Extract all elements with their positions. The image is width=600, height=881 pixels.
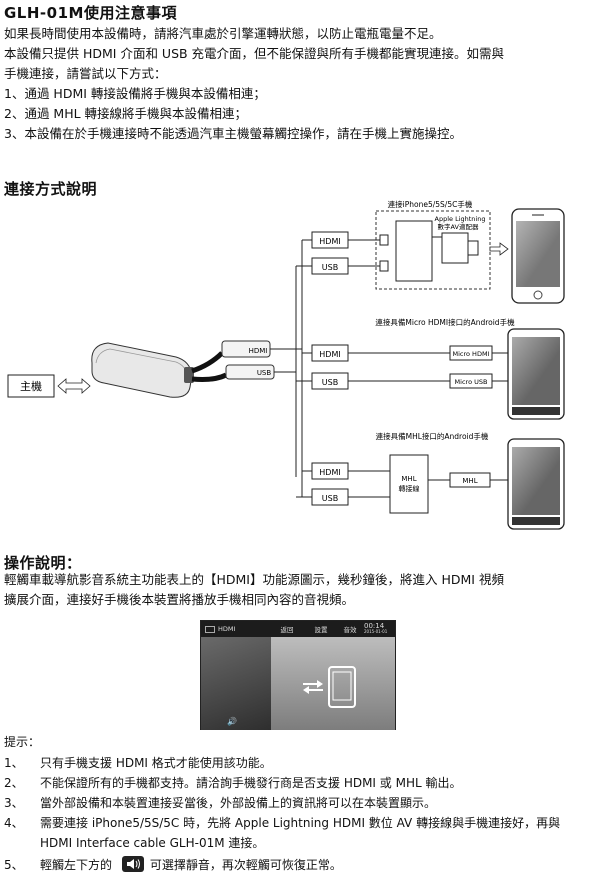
group1-usb-label: USB [322,263,338,272]
screen-tab-audio[interactable]: 音效 [343,626,357,634]
screen-date: 2015-01-01 [364,629,388,634]
screen-clock: 00:14 2015-01-01 [364,623,387,635]
tip-text: 當外部設備和本裝置連接妥當後，外部設備上的資訊將可以在本裝置顯示。 [40,796,437,810]
group3-caption: 連接具備MHL接口的Android手機 [376,431,489,441]
list-item: 2、 不能保證所有的手機都支持。請洽詢手機發行商是否支援 HDMI 或 MHL 輸… [4,773,560,793]
screen-tab-settings[interactable]: 設置 [314,626,328,634]
operation-title: 操作說明： [4,554,82,572]
tip-number: 5、 [4,858,24,872]
host-box [7,374,55,398]
iphone-illustration [511,208,565,304]
tip-text: 不能保證所有的手機都支持。請洽詢手機發行商是否支援 HDMI 或 MHL 輸出。 [40,776,462,790]
screen-top-bar: HDMI 返回 設置 音效 00:14 2015-01-01 [201,621,395,637]
converter-device: HDMI USB [91,340,275,398]
android-phone-illustration [507,438,565,530]
tip-text-post: 可選擇靜音，再次輕觸可恢復正常。 [149,858,342,872]
screen-tab-back[interactable]: 返回 [280,626,294,634]
tips-title: 提示： [4,735,41,749]
tip-number: 2、 [4,776,24,790]
mhl-cable-box [389,454,429,514]
notice-line: 3、本設備在於手機連接時不能透過汽車主機螢幕觸控操作，請在手機上實施操控。 [4,126,462,141]
arrow-right-icon [489,242,509,256]
connection-title: 連接方式說明 [4,180,98,198]
notice-title: GLH-01M使用注意事項 [4,4,177,22]
lightning-adapter-label-1: Apple Lightning [435,215,486,223]
hdmi-screen-mockup: HDMI 返回 設置 音效 00:14 2015-01-01 🔊 [200,620,396,730]
android-phone-illustration [507,328,565,420]
mhl-cable-label-2: 轉接線 [399,484,420,493]
notice-line: 1、通過 HDMI 轉接設備將手機與本設備相連； [4,86,266,101]
tip-text-pre: 輕觸左下方的 [40,858,113,872]
phone-connect-icon [303,666,356,708]
device-usb-label: USB [257,369,272,377]
screen-mode-label: HDMI [218,625,236,633]
speaker-icon[interactable]: 🔊 [227,717,237,726]
screen-left-panel [201,637,271,730]
operation-line: 輕觸車載導航影音系統主功能表上的【HDMI】功能源圖示，幾秒鐘後，將進入 HDM… [4,572,504,587]
mhl-target-label: MHL [462,477,477,485]
lightning-adapter [395,220,433,282]
tip-text: 需要連接 iPhone5/5S/5C 時，先將 Apple Lightning … [40,816,561,830]
group2-hdmi-label: HDMI [319,350,340,359]
host-label: 主機 [20,379,42,393]
notice-line: 本設備只提供 HDMI 介面和 USB 充電介面，但不能保證與所有手機都能實現連… [4,46,505,61]
connection-diagram: 主機 HDMI USB 連接iPhone5/5S/5C手機 HDMI USB A… [7,199,565,530]
notice-body: 如果長時間使用本設備時，請將汽車處於引擎運轉狀態，以防止電瓶電量不足。 本設備只… [4,24,504,144]
group1-caption: 連接iPhone5/5S/5C手機 [388,199,473,209]
tip-number: 3、 [4,796,24,810]
list-item: 5、 輕觸左下方的 可選擇靜音，再次輕觸可恢復正常。 [4,855,560,875]
double-arrow-icon [57,378,91,394]
group3-usb-label: USB [322,494,338,503]
list-item: 3、 當外部設備和本裝置連接妥當後，外部設備上的資訊將可以在本裝置顯示。 [4,793,560,813]
tip-number: 1、 [4,756,24,770]
micro-hdmi-label: Micro HDMI [453,350,490,358]
operation-line: 擴展介面，連接好手機後本裝置將播放手機相同內容的音視頻。 [4,592,355,607]
mute-button[interactable] [121,856,144,872]
tip-text: 只有手機支援 HDMI 格式才能使用該功能。 [40,756,272,770]
group2-caption: 連接具備Micro HDMI接口的Android手機 [375,317,515,327]
speaker-icon [126,859,140,869]
tip-continuation: HDMI Interface cable GLH-01M 連接。 [40,836,265,850]
lightning-adapter-label-2: 數字AV適配器 [438,222,479,231]
tips-list: 1、 只有手機支援 HDMI 格式才能使用該功能。 2、 不能保證所有的手機都支持。… [4,753,560,875]
group2-usb-label: USB [322,378,338,387]
list-item: 1、 只有手機支援 HDMI 格式才能使用該功能。 [4,753,560,773]
group3-hdmi-label: HDMI [319,468,340,477]
operation-body: 輕觸車載導航影音系統主功能表上的【HDMI】功能源圖示，幾秒鐘後，將進入 HDM… [4,570,504,610]
list-item: 4、 需要連接 iPhone5/5S/5C 時，先將 Apple Lightnin… [4,813,560,833]
device-hdmi-label: HDMI [249,347,268,355]
tip-number: 4、 [4,816,24,830]
screen-right-panel [271,637,395,730]
group1-hdmi-label: HDMI [319,237,340,246]
menu-icon[interactable] [205,625,215,633]
notice-line: 手機連接，請嘗試以下方式： [4,66,167,81]
micro-usb-label: Micro USB [455,378,488,386]
notice-line: 2、通過 MHL 轉接線將手機與本設備相連； [4,106,248,121]
notice-line: 如果長時間使用本設備時，請將汽車處於引擎運轉狀態，以防止電瓶電量不足。 [4,26,442,41]
mhl-cable-label-1: MHL [401,475,416,483]
screen-time: 00:14 [364,622,385,630]
